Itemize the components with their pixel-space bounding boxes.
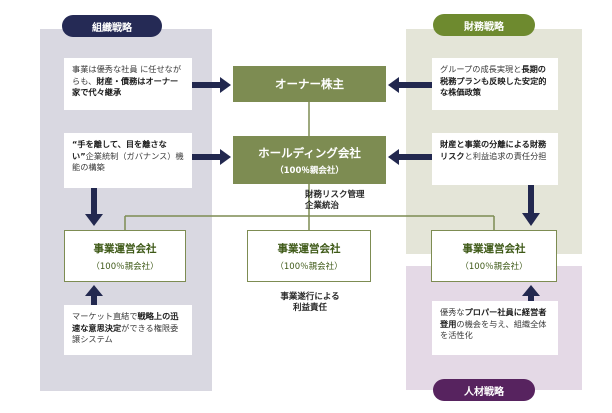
- operating-role-label: 事業遂行による 利益責任: [248, 292, 372, 315]
- talent-promotion-note: 優秀なプロパー社員に経営者登用の機会を与え、組織全体を活性化: [432, 301, 558, 355]
- risk-separation-note: 財産と事業の分離による財務リスクと利益追求の責任分担: [432, 133, 558, 185]
- emphasis-text: 長期の税務プランも反映した安定的な株価政策: [440, 64, 547, 98]
- operating-company-label: 事業運営会社: [277, 242, 341, 255]
- emphasis-text: プロパー社員に経営者登用: [440, 307, 547, 329]
- emphasis-text: “手を離して、目を離さない”: [72, 139, 167, 161]
- operating-company-sub-label: （100％親会社）: [91, 261, 159, 272]
- governance-note: “手を離して、目を離さない”企業統制（ガバナンス）機能の構築: [64, 133, 192, 188]
- body-text: ができる権限委譲システム: [72, 322, 179, 345]
- body-text: マーケット直結で: [72, 311, 138, 321]
- owner-label: オーナー株主: [275, 77, 344, 91]
- owner-succession-note: 事業は優秀な社員 に任せながらも、財産・債務はオーナー家で代々継承: [64, 58, 192, 110]
- emphasis-text: 財産と事業の分離による財務リスク: [440, 139, 547, 161]
- holding-company-box: ホールディング会社 （100％親会社）: [233, 136, 386, 184]
- holding-role-line: 財務リスク管理: [305, 190, 365, 200]
- operating-company-sub-label: （100％親会社）: [460, 261, 528, 272]
- operating-role-line: 利益責任: [292, 303, 327, 314]
- operating-company-label: 事業運営会社: [462, 242, 526, 255]
- emphasis-text: 戦略上の迅速な意思決定: [72, 311, 179, 333]
- body-text: 企業統制（ガバナンス）機能の構築: [72, 150, 184, 173]
- holding-role-line: 企業統治: [305, 201, 340, 212]
- body-text: と利益追求の責任分担: [464, 150, 547, 161]
- operating-company-sub-label: （100％親会社）: [275, 261, 343, 272]
- operating-company-box: 事業運営会社 （100％親会社）: [64, 230, 186, 282]
- hr-strategy-label: 人材戦略: [433, 379, 535, 401]
- stock-policy-note: グループの成長実現と長期の税務プランも反映した安定的な株価政策: [432, 58, 558, 110]
- holding-role-label: 財務リスク管理 企業統治: [305, 190, 405, 213]
- holding-label: ホールディング会社: [258, 145, 361, 160]
- arrows: [85, 77, 540, 305]
- holding-sub-label: （100％親会社）: [275, 165, 344, 176]
- body-text: グループの成長実現と: [440, 64, 522, 74]
- operating-company-label: 事業運営会社: [93, 242, 157, 255]
- body-text: の機会を与え、組織全体を活性化: [440, 318, 547, 341]
- body-text: 事業は優秀な社員 に任せながらも、: [72, 64, 182, 86]
- organization-strategy-label: 組織戦略: [62, 15, 162, 37]
- finance-strategy-label: 財務戦略: [433, 14, 535, 36]
- holding-link-lines: [124, 184, 495, 230]
- body-text: 優秀な: [440, 307, 465, 317]
- operating-company-box: 事業運営会社 （100％親会社）: [431, 230, 557, 282]
- operating-company-box: 事業運営会社 （100％親会社）: [247, 230, 371, 282]
- operating-role-line: 事業遂行による: [280, 292, 340, 302]
- delegation-note: マーケット直結で戦略上の迅速な意思決定ができる権限委譲システム: [64, 305, 192, 355]
- owner-shareholder-box: オーナー株主: [233, 66, 386, 102]
- emphasis-text: 財産・債務はオーナー家で代々継承: [72, 75, 179, 98]
